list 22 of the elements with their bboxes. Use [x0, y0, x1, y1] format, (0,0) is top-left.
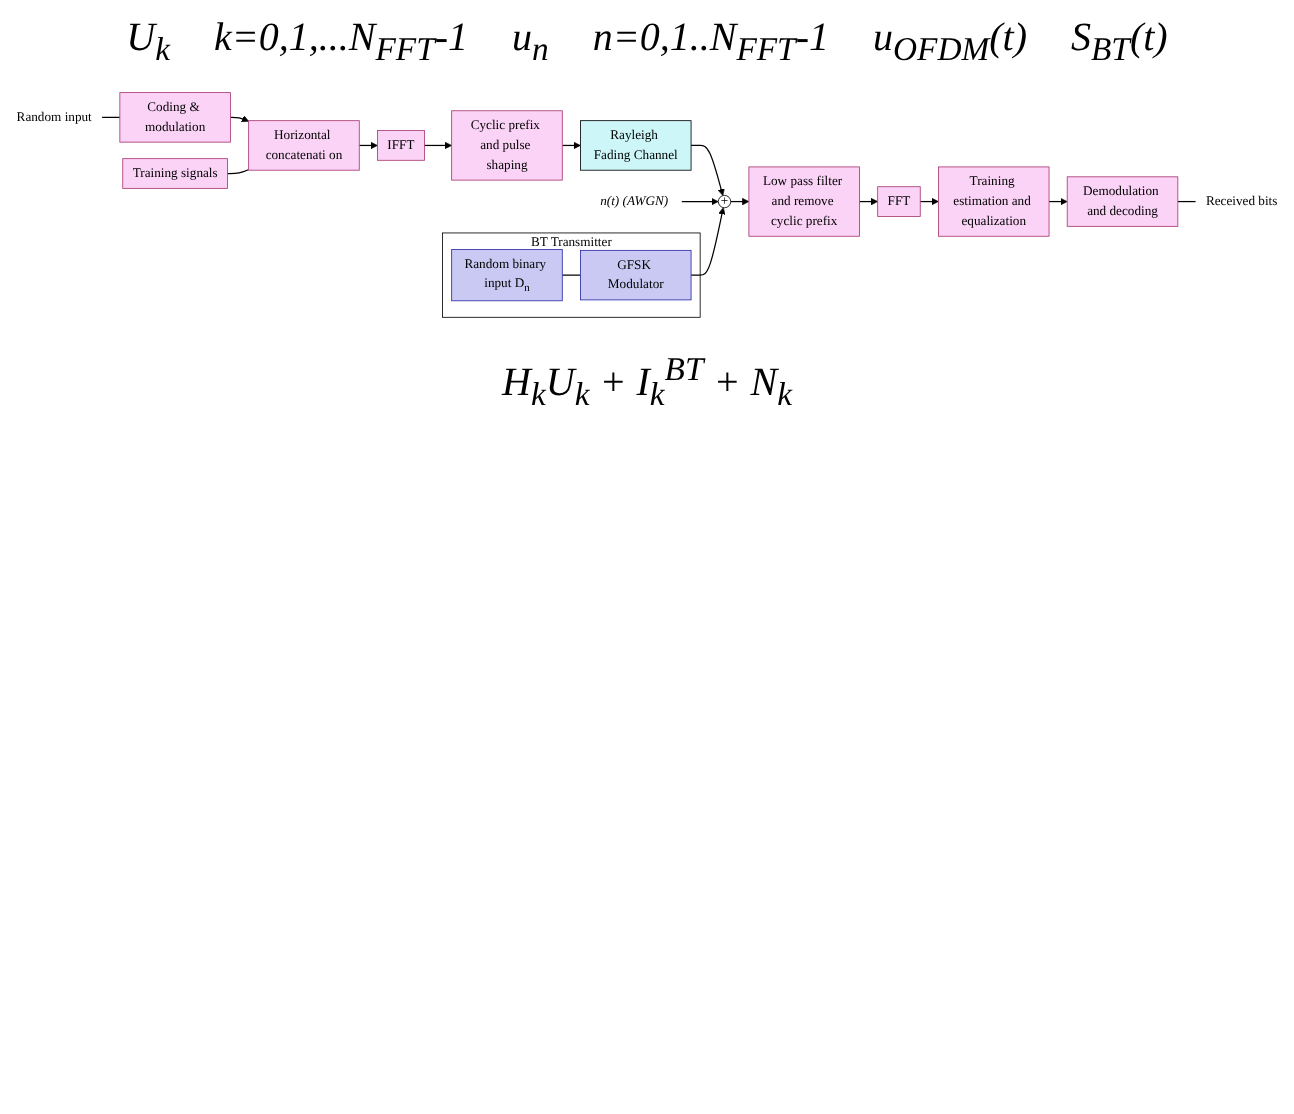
arrow [690, 144, 725, 196]
arrow [858, 197, 878, 206]
arrow [358, 141, 378, 150]
connector [226, 168, 250, 175]
arrow [423, 141, 452, 150]
math-label: n=0,1..N$_{FFT}$-1 [592, 16, 829, 70]
arrow [229, 115, 249, 123]
connector [1177, 200, 1197, 203]
connector [561, 274, 582, 276]
math-label: S$_{BT}$(t) [1071, 16, 1168, 70]
arrow [690, 207, 726, 276]
math-label: u$_{n}$ [512, 16, 549, 70]
arrow [730, 197, 750, 206]
math-label: H$_{k}$U$_{k}$ + I$_{k}$$^{BT}$ + N$_{k}$ [502, 349, 792, 416]
arrow [561, 141, 581, 150]
arrow [680, 197, 719, 206]
arrow [1048, 197, 1068, 206]
math-label: k=0,1,...N$_{FFT}$-1 [214, 16, 469, 70]
connector [101, 116, 121, 118]
math-label: u$_{OFDM}$(t) [873, 16, 1027, 70]
math-label: U$_{k}$ [126, 16, 171, 70]
arrow [919, 197, 939, 206]
